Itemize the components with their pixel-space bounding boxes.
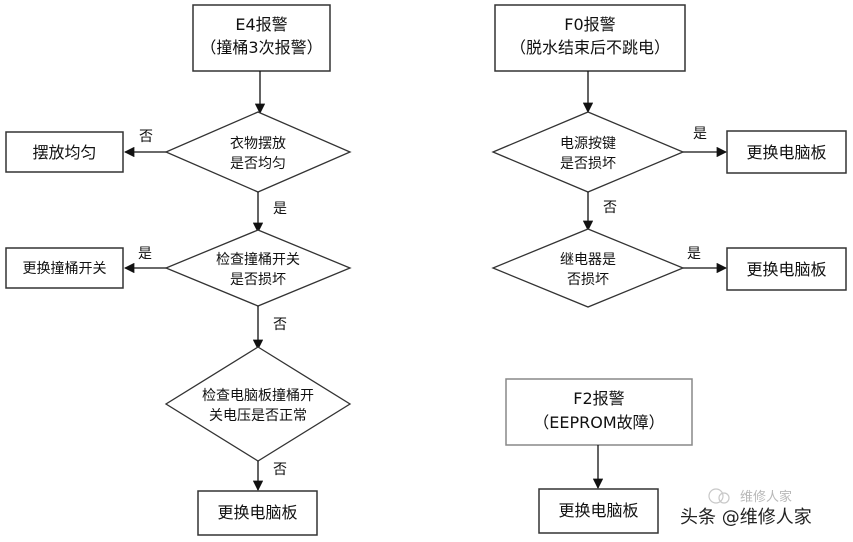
e4-flow: E4报警 （撞桶3次报警） 衣物摆放 是否均匀 否 摆放均匀 是 检查撞桶开关 … (5, 4, 352, 536)
f0-q1-yes-label: 是 (693, 126, 707, 142)
e4-q1-line2: 是否均匀 (230, 156, 286, 172)
watermark-logo-icon (708, 488, 724, 504)
watermark-main-text: 头条 @维修人家 (680, 507, 812, 528)
f2-flow: F2报警 （EEPROM故障） 更换电脑板 (505, 378, 693, 534)
f0-q2-line2: 否损坏 (567, 272, 609, 288)
e4-q1-no-box (5, 131, 124, 173)
e4-end-action: 更换电脑板 (217, 503, 297, 522)
e4-end-box (197, 490, 318, 536)
f0-q1-line2: 是否损坏 (560, 156, 616, 172)
e4-start-box (192, 4, 331, 72)
e4-q3-line2: 关电压是否正常 (209, 408, 307, 424)
f0-q2-diamond (491, 228, 685, 308)
e4-q2-yes-label: 是 (138, 246, 152, 262)
f2-start-box (505, 378, 693, 446)
f0-q2-line1: 继电器是 (560, 252, 616, 268)
e4-q2-no-label: 否 (273, 317, 287, 333)
e4-q1-yes-label: 是 (273, 201, 287, 217)
e4-q2-yes-action: 更换撞桶开关 (23, 260, 107, 277)
f0-q2-yes-action: 更换电脑板 (746, 260, 826, 279)
e4-q3-no-label: 否 (273, 462, 287, 478)
e4-q3-line1: 检查电脑板撞桶开 (202, 388, 314, 404)
f0-start-line1: F0报警 (564, 15, 615, 34)
f0-start-box (494, 4, 686, 72)
watermark-faint-text: 维修人家 (740, 489, 792, 505)
f0-q2-yes-box (726, 247, 847, 291)
f2-end-box (538, 488, 659, 534)
f0-start-line2: （脱水结束后不跳电） (510, 38, 670, 57)
f2-end-action: 更换电脑板 (558, 501, 638, 520)
f0-q1-no-label: 否 (603, 200, 617, 216)
e4-q2-line1: 检查撞桶开关 (216, 252, 300, 268)
e4-q2-yes-box (5, 247, 124, 289)
e4-q2-diamond (164, 229, 352, 307)
e4-q1-no-label: 否 (139, 129, 153, 145)
e4-q1-diamond (164, 111, 352, 193)
f2-start-line1: F2报警 (573, 389, 624, 408)
e4-q1-no-action: 摆放均匀 (32, 143, 96, 162)
e4-start-line1: E4报警 (235, 15, 287, 34)
f0-flow: F0报警 （脱水结束后不跳电） 电源按键 是否损坏 是 更换电脑板 否 继电器是… (491, 4, 847, 308)
f0-q1-yes-box (726, 130, 847, 174)
f0-q2-yes-label: 是 (687, 246, 701, 262)
f2-start-line2: （EEPROM故障） (533, 413, 664, 432)
e4-q2-line2: 是否损坏 (230, 272, 286, 288)
e4-q1-line1: 衣物摆放 (230, 136, 286, 152)
watermark: 维修人家 头条 @维修人家 (680, 488, 812, 528)
e4-q3-diamond (164, 346, 352, 462)
e4-start-line2: （撞桶3次报警） (200, 38, 322, 57)
f0-q1-yes-action: 更换电脑板 (746, 143, 826, 162)
f0-q1-diamond (491, 111, 685, 193)
f0-q1-line1: 电源按键 (560, 136, 616, 152)
